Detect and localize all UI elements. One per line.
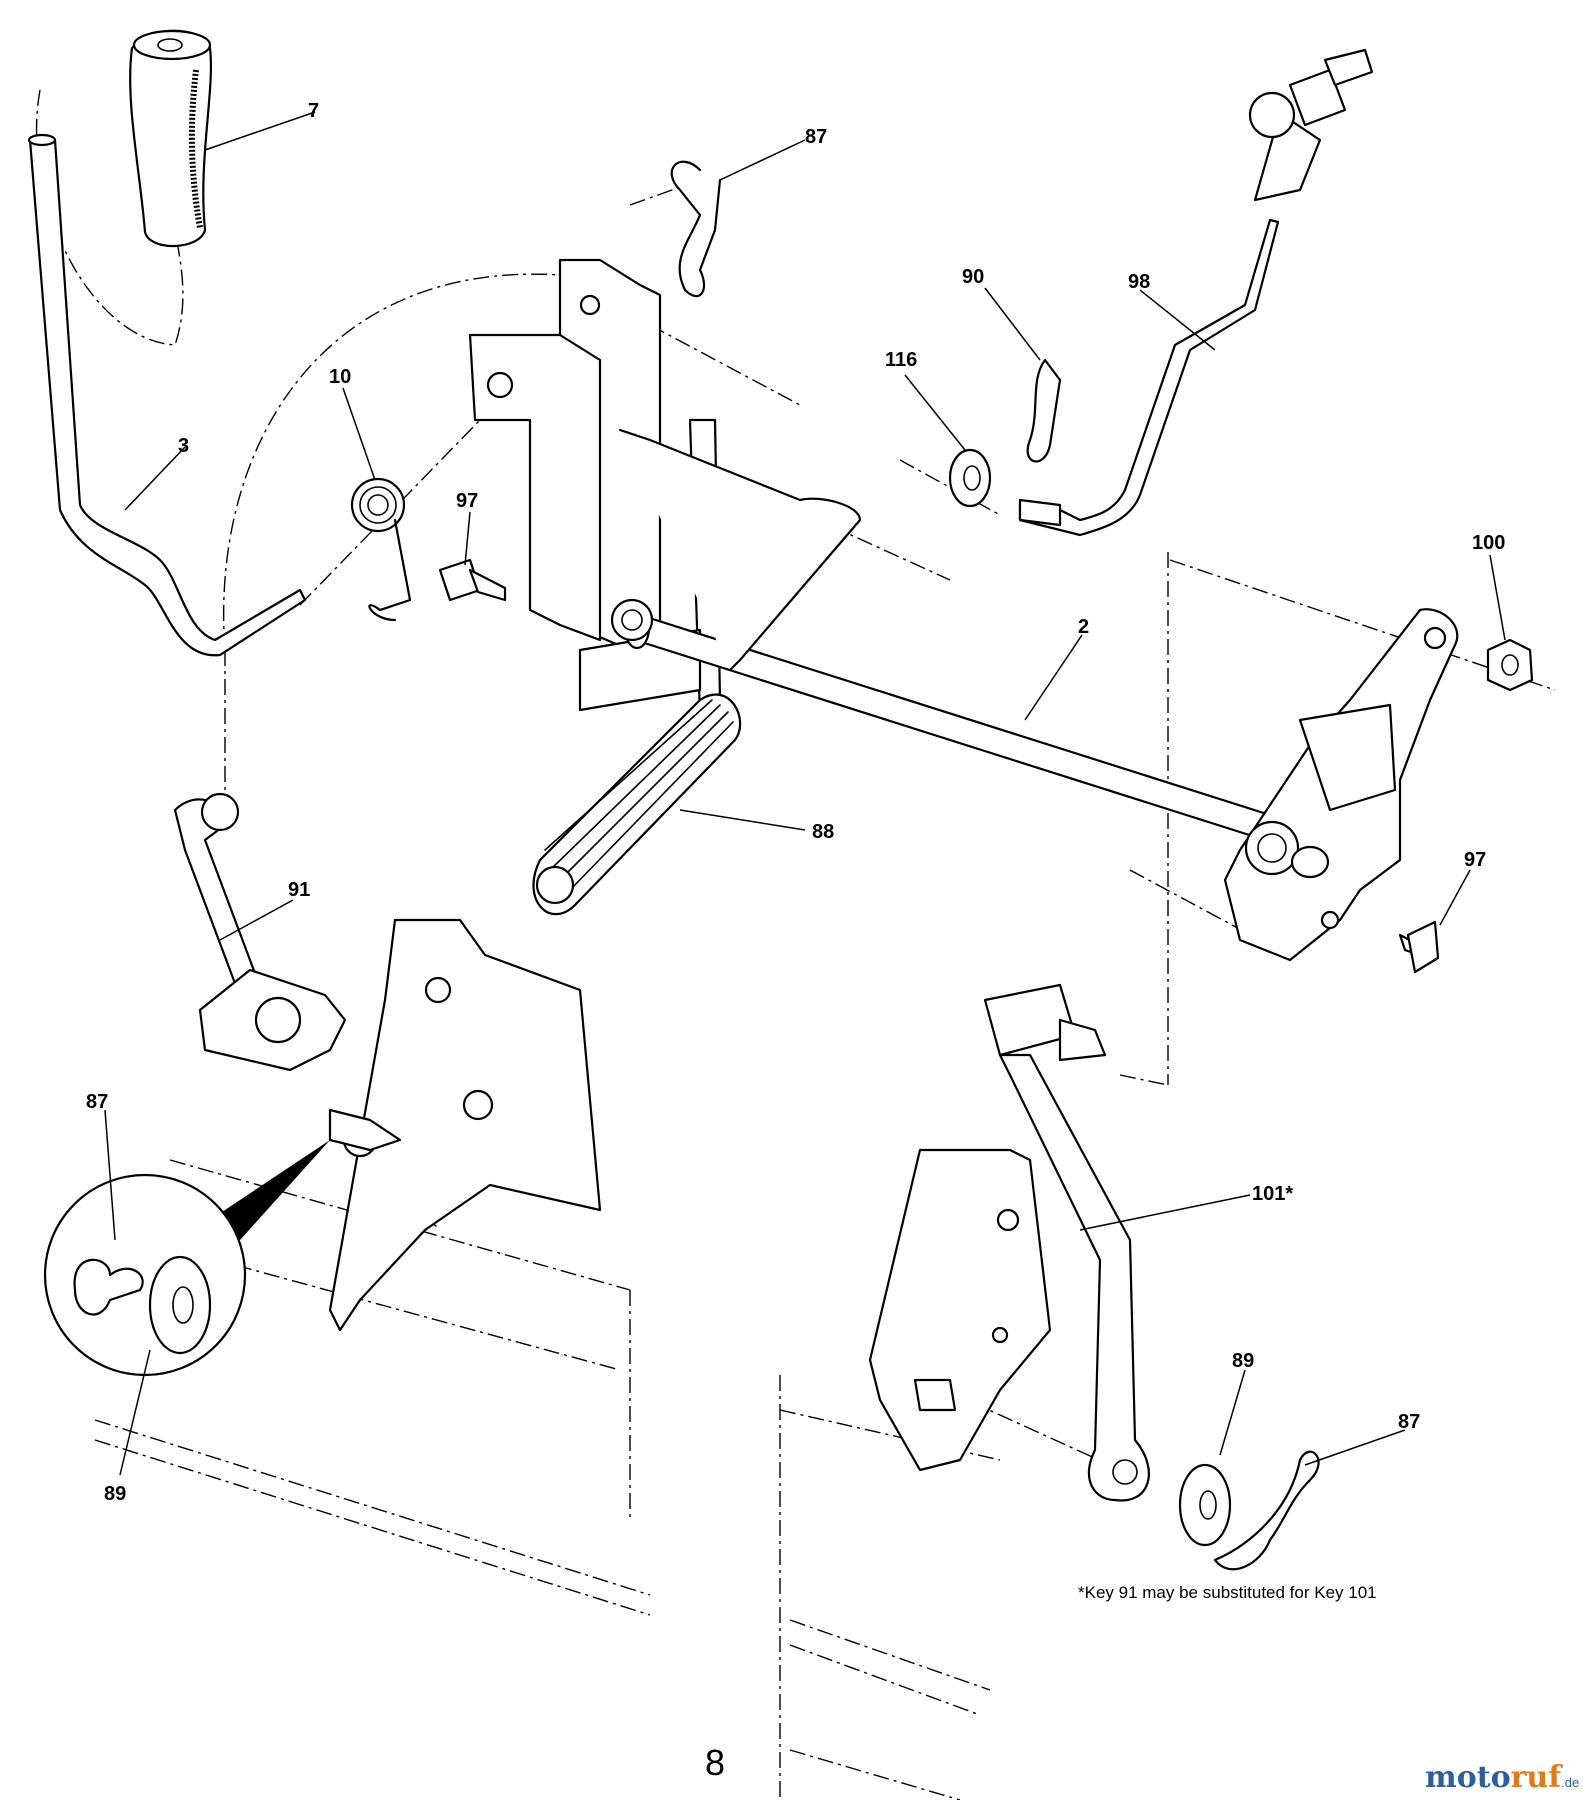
part-90-clip [1026,358,1062,463]
right-lower-bracket [868,1148,1052,1472]
callout-87-top: 87 [805,126,827,148]
part-10-torsion-spring [350,477,412,622]
logo-text-moto: moto [1425,1760,1511,1795]
part-97-bolt-lower [1398,920,1440,974]
watermark-logo: motoruf.de [1425,1760,1579,1795]
part-88-extension-spring [532,693,742,916]
part-101-link [983,983,1150,1502]
part-98-adjuster-rod [1018,48,1374,537]
callout-labels: 7 87 90 98 116 10 3 97 100 2 88 91 97 87… [86,100,1505,1505]
part-116-washer [948,448,992,508]
callout-100: 100 [1472,532,1505,554]
part-7-handle-grip [129,29,213,248]
callout-97-lower: 97 [1464,849,1486,871]
logo-text-ruf: ruf [1511,1760,1564,1795]
callout-89-inset: 89 [104,1483,126,1505]
callout-101: 101* [1252,1183,1293,1205]
callout-10: 10 [329,366,351,388]
svg-text:motoruf.de: motoruf.de [1425,1760,1579,1795]
magnified-inset [43,1140,330,1377]
right-lift-arm [1223,608,1459,962]
callout-3: 3 [178,435,189,457]
callout-7: 7 [308,100,319,122]
part-3-lift-lever [27,133,307,657]
callout-88: 88 [812,821,834,843]
left-lower-bracket [198,918,602,1332]
callout-116: 116 [885,349,917,371]
part-87-hairpin-clip-top [670,160,722,298]
leader-lines [104,111,1506,1476]
page-number: 8 [705,1742,725,1783]
callout-89-right: 89 [1232,1350,1254,1372]
callout-98: 98 [1128,271,1150,293]
callout-97-upper: 97 [456,490,478,512]
part-100-nut [1486,638,1534,692]
footnote: *Key 91 may be substituted for Key 101 [1078,1583,1377,1602]
spring-rod [618,428,862,672]
callout-90: 90 [962,266,984,288]
callout-2: 2 [1078,616,1089,638]
callout-87-inset: 87 [86,1091,108,1113]
assembly-lines [35,89,1556,1800]
logo-text-suffix: .de [1561,1775,1579,1790]
part-97-bolt-upper [438,558,507,602]
part-89-washer-right [1178,1463,1232,1547]
callout-91: 91 [288,879,310,901]
callout-87-right: 87 [1398,1411,1420,1433]
